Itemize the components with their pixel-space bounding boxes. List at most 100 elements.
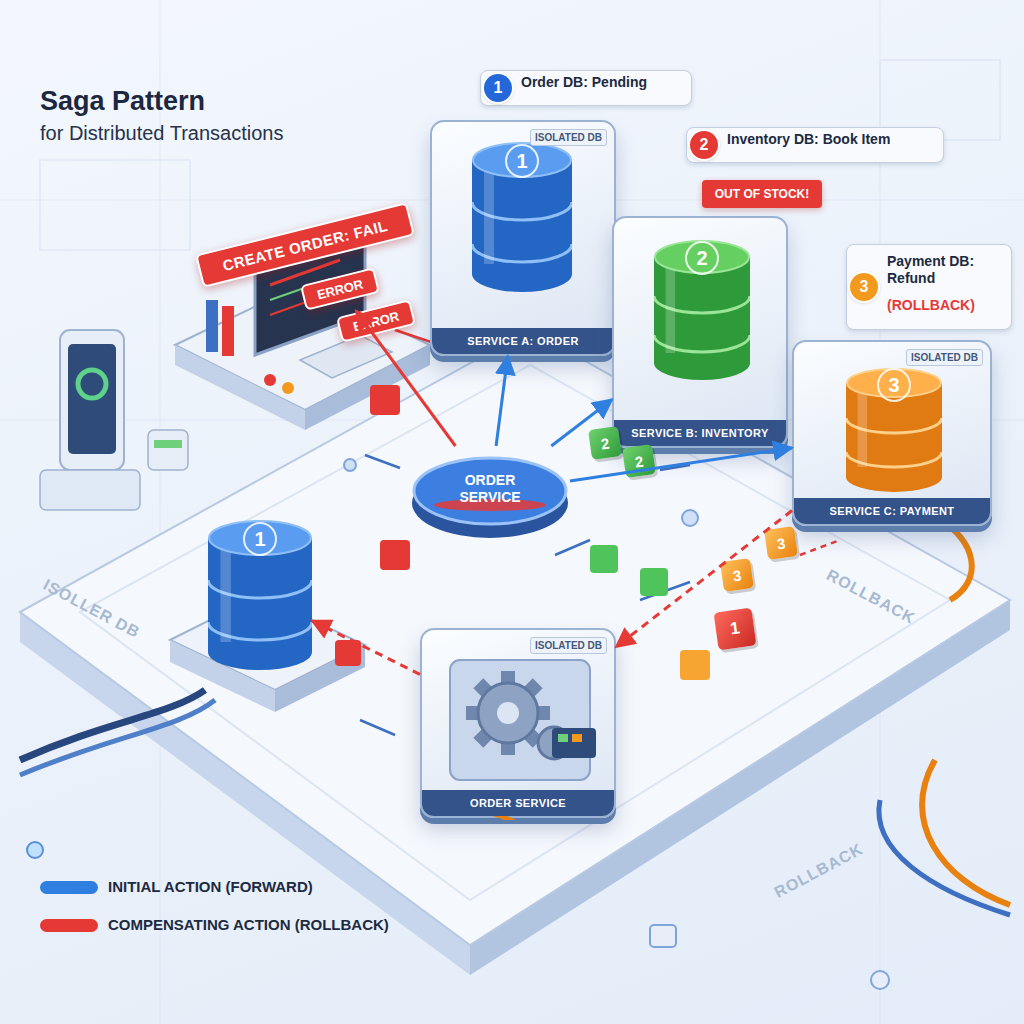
connector [496,356,508,446]
shape [552,728,596,758]
hub-service: ORDER SERVICE [410,446,570,540]
message-cube: 1 [714,608,757,651]
node-text: ISOLATED DB [530,637,607,654]
flow-arrows [590,545,618,573]
phone-device [40,470,140,510]
flow-arrows [800,540,840,555]
callout-box: 3 Payment DB: Refund (ROLLBACK) [846,244,1012,330]
workstation [264,374,276,386]
legend-row: COMPENSATING ACTION (ROLLBACK) [40,916,389,934]
node-text: 1 [243,522,277,556]
node-text: ISOLATED DB [906,349,983,366]
floor-lights [682,510,698,526]
node-text: Inventory DB: Book Item [727,131,934,149]
workstation [206,300,218,352]
cables [20,690,205,760]
message-cube: 2 [588,426,622,460]
node-text: 1 [505,144,539,178]
node-text: 2 [685,241,719,275]
flow-arrows [555,540,590,555]
service-box: ISOLATED DB SERVICE A: ORDER 1 [430,120,616,356]
shape [208,538,312,670]
node-text: Payment DB: Refund [887,253,1002,288]
node-text: SERVICE C: PAYMENT [794,498,990,524]
floor-lights [27,459,889,989]
shape [472,160,572,292]
shape [220,544,230,642]
floor-label: ROLLBACK [771,840,866,902]
node-text: SERVICE B: INVENTORY [614,420,786,446]
node-text: ORDER SERVICE [422,790,614,816]
phone-device [148,430,188,470]
database-cylinder: 2 [654,240,750,380]
node-text: (ROLLBACK) [887,297,1002,313]
floor-platform [20,330,1010,975]
node-text: OUT OF STOCK! [715,187,809,201]
workstation [282,382,294,394]
shape [473,143,571,177]
node-text: ORDER SERVICE [410,472,570,506]
flow-arrows [380,540,410,570]
database-cylinder: 1 [208,520,312,670]
node-text: 1 [484,74,512,102]
workstation [175,345,305,430]
workstation [222,306,234,356]
node-text: SERVICE A: ORDER [432,328,614,354]
connector [312,621,420,675]
background-grid [40,160,190,250]
legend-text: COMPENSATING ACTION (ROLLBACK) [108,916,389,934]
database-cylinder: 1 [472,142,572,292]
flow-arrows [370,385,400,415]
shape [484,166,494,264]
shape [654,257,750,380]
flow-arrows [360,720,395,735]
phone-device [154,440,182,448]
service-box: SERVICE B: INVENTORY 2 [612,216,788,448]
floor-lights [650,925,676,947]
legend-text: INITIAL ACTION (FORWARD) [108,878,313,896]
flow-arrows [680,650,710,680]
shape [572,734,582,742]
legend-swatch [40,919,98,932]
cables [879,800,1010,915]
cables [20,700,215,775]
flow-arrows [640,568,668,596]
floor-lights [344,459,356,471]
warning-tag: OUT OF STOCK! [702,180,822,208]
floor-platform [20,330,1010,945]
legend-swatch [40,881,98,894]
phone-device [40,330,188,510]
message-cube: 3 [720,558,754,592]
phone-device [78,370,106,398]
node-text: Order DB: Pending [521,74,682,92]
shape [666,263,676,353]
node-text: 2 [690,131,718,159]
flow-arrows [335,640,361,666]
shape [497,702,519,724]
node-text: ISOLATED DB [530,129,607,146]
phone-device [68,344,116,454]
flow-arrows [660,465,690,470]
node-text: 3 [850,273,878,301]
floor-lights [871,971,889,989]
cables [20,520,1010,915]
message-cube: 3 [764,526,798,560]
shape [558,734,568,742]
node-text: ERROR [351,308,400,334]
service-box: ISOLATED DB ORDER SERVICE [420,628,616,818]
node-text: 3 [877,368,911,402]
service-box: ISOLATED DB SERVICE C: PAYMENT 3 [792,340,992,526]
diagram-title: Saga Pattern [40,86,205,117]
message-cube: 2 [622,444,656,478]
legend-row: INITIAL ACTION (FORWARD) [40,878,313,896]
background-grid [160,0,161,1024]
shape [209,521,311,555]
shape [846,383,942,492]
database-cylinder: 3 [846,368,942,492]
shape [450,660,590,780]
callout-box: 2 Inventory DB: Book Item [686,127,944,163]
subtitle: for Distributed Transactions [40,122,283,145]
phone-device [60,330,124,470]
